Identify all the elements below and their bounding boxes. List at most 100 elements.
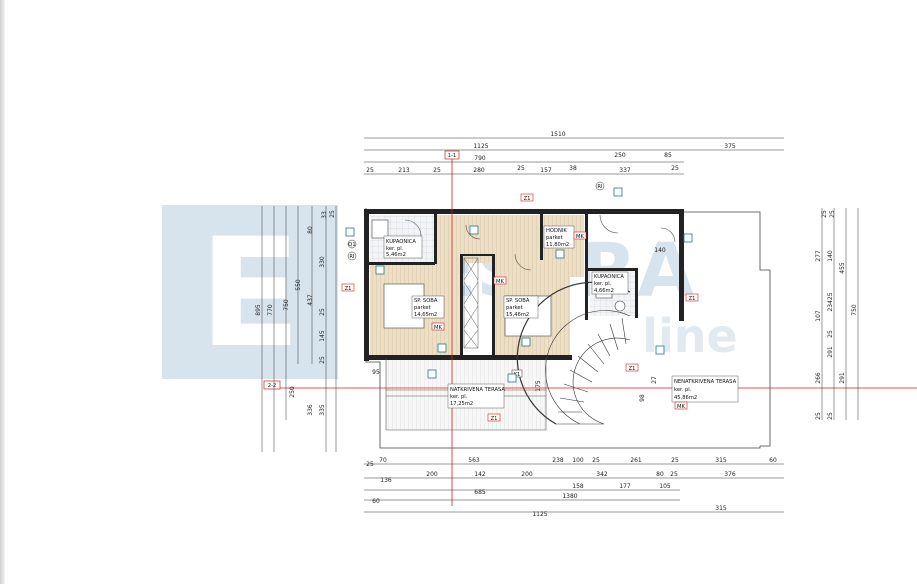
- dim-top-3-b: 250: [614, 152, 626, 159]
- walls: [364, 209, 684, 361]
- dim-top-3-c: 85: [664, 152, 672, 159]
- room-label-sp-soba-left: SP. SOBA parket 14,65m2: [411, 295, 445, 319]
- marker-q1: Q1: [347, 239, 357, 249]
- door-hall: [599, 214, 619, 234]
- section-mark-side-box: [263, 380, 281, 390]
- watermark-subtext: line: [642, 309, 737, 363]
- dim-bot-2-h: 376: [724, 471, 736, 478]
- marker-98: 98: [639, 394, 646, 402]
- dim-bot-3-a: 685: [474, 489, 486, 496]
- bathtub-left: [371, 219, 389, 239]
- room-labels: KUPAONICA ker. pl. 5,46m2 SP. SOBA parke…: [383, 225, 739, 409]
- dim-bot-2-f: 80: [656, 471, 664, 478]
- svg-text:MK: MK: [677, 404, 685, 410]
- svg-text:parket: parket: [546, 235, 563, 241]
- dim-top-4-e: 25: [517, 165, 525, 172]
- dim-top-4-d: 280: [473, 167, 485, 174]
- wall-south-left: [364, 355, 572, 360]
- dim-top-4-h: 337: [619, 167, 631, 174]
- dim-left-b: 770: [267, 304, 274, 316]
- section-mark-top: 1-1: [448, 153, 456, 159]
- dim-bot-1-f: 25: [592, 457, 600, 464]
- dimension-lines-bottom: [364, 463, 784, 513]
- dim-right-d: 140: [827, 250, 834, 262]
- dim-top-2-b: 375: [724, 143, 736, 150]
- marker-mk-1: MK: [493, 276, 507, 285]
- door-bedroom-center: [514, 253, 532, 271]
- door-bath-left: [404, 219, 422, 237]
- svg-text:K1: K1: [514, 372, 521, 378]
- room-label-nenatkrivena-terasa: NENATKRIVENA TERASA ker. pl. 45,86m2: [671, 375, 739, 403]
- marker-mk-3: MK: [431, 322, 445, 331]
- svg-text:ker. pl.: ker. pl.: [450, 394, 468, 400]
- dim-bot-1-i: 315: [715, 457, 727, 464]
- svg-text:KUPAONICA: KUPAONICA: [594, 274, 624, 280]
- room-label-sp-soba-center: SP. SOBA parket 15,46m2: [503, 295, 539, 319]
- dim-right-f: 23425: [827, 292, 834, 311]
- dim-top-3-a: 790: [474, 155, 486, 162]
- dim-right-m: 291: [839, 372, 846, 384]
- svg-text:SP. SOBA: SP. SOBA: [506, 298, 530, 304]
- wall-bath-left-east: [434, 214, 437, 264]
- svg-text:MK: MK: [576, 234, 584, 240]
- marker-mk-2: MK: [573, 231, 587, 240]
- dim-top-4-i: 25: [671, 165, 679, 172]
- dim-top-4-a: 25: [366, 167, 374, 174]
- dim-right-b: 25: [829, 210, 836, 218]
- dim-right-c: 277: [815, 250, 822, 262]
- dim-bot-2-b: 200: [426, 471, 438, 478]
- wall-hall-east: [585, 214, 588, 320]
- dimension-lines-top: [364, 137, 784, 175]
- marker-ri-2: RI: [595, 181, 605, 191]
- svg-text:Q1: Q1: [348, 242, 355, 248]
- svg-text:ker. pl.: ker. pl.: [674, 387, 692, 393]
- dim-left-l: 250: [289, 386, 296, 398]
- wall-wardrobe-top: [463, 254, 493, 256]
- marker-z1-right: Z1: [685, 293, 699, 302]
- door-bath-right: [660, 227, 676, 243]
- dim-left-h: 33: [321, 211, 328, 219]
- svg-text:Z1: Z1: [689, 296, 696, 302]
- wall-west: [364, 209, 369, 361]
- dim-right-k: 266: [815, 372, 822, 384]
- svg-text:45,86m2: 45,86m2: [674, 395, 697, 401]
- scroll-edge: [0, 0, 5, 584]
- svg-text:Z1: Z1: [491, 416, 498, 422]
- marker-ri-1: RI: [347, 251, 357, 261]
- dim-bot-5-b: 315: [715, 505, 727, 512]
- dim-bot-1-g: 261: [630, 457, 642, 464]
- dim-bot-1-a: 25: [366, 461, 374, 468]
- dim-right-i: 750: [851, 304, 858, 316]
- svg-text:MK: MK: [496, 279, 504, 285]
- section-mark-side: 2-2: [268, 383, 276, 389]
- svg-text:parket: parket: [414, 305, 431, 311]
- dim-left-g: 80: [307, 226, 314, 234]
- wardrobes: [463, 257, 479, 349]
- room-label-kupaonica-left: KUPAONICA ker. pl. 5,46m2: [383, 235, 423, 259]
- watermark-logo-letter: E: [199, 207, 301, 381]
- dim-bot-4-b: 1380: [562, 493, 577, 500]
- dim-bot-2-a: 136: [380, 477, 392, 484]
- marker-z1-top: Z1: [520, 193, 534, 202]
- svg-text:MK: MK: [434, 325, 442, 331]
- room-label-natkrivena-terasa: NATKRIVENA TERASA ker. pl. 17,25m2: [447, 383, 505, 409]
- dim-left-j: 145: [319, 330, 326, 342]
- dim-bot-1-e: 100: [572, 457, 584, 464]
- dim-left-a: 895: [255, 304, 262, 316]
- svg-text:HODNIK: HODNIK: [546, 228, 567, 234]
- marker-z1-bottom: Z1: [625, 363, 639, 372]
- svg-text:17,25m2: 17,25m2: [450, 401, 473, 407]
- marker-175: 175: [535, 380, 542, 392]
- wall-bedroom-divider: [460, 254, 463, 356]
- svg-text:5,46m2: 5,46m2: [386, 252, 406, 258]
- dim-bot-1-c: 563: [468, 457, 480, 464]
- dim-right-a: 25: [821, 210, 828, 218]
- doors: [404, 214, 676, 271]
- markers: Z1 Z1 Z1 Z1 Z1 MK: [341, 181, 699, 422]
- marker-z1-left: Z1: [341, 283, 355, 292]
- dim-bot-3-b: 158: [572, 483, 584, 490]
- dim-right-g: 107: [815, 310, 822, 322]
- room-label-hodnik: HODNIK parket 11,80m2: [543, 225, 575, 249]
- dim-bot-1-d: 238: [552, 457, 564, 464]
